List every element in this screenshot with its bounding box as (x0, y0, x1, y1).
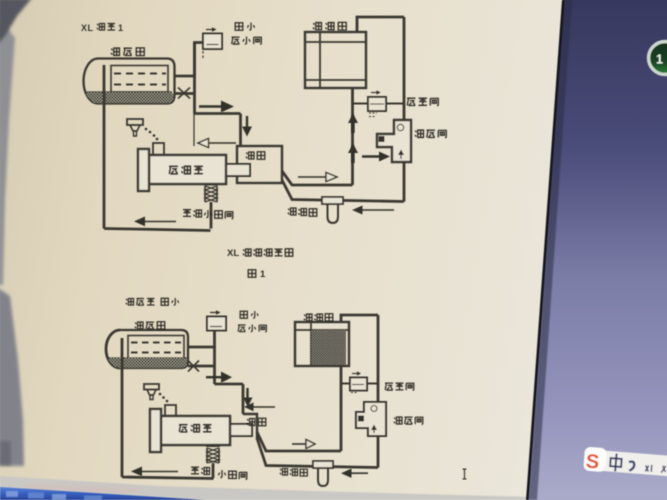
svg-text:XL: XL (81, 23, 94, 33)
svg-text:1: 1 (260, 269, 266, 280)
svg-text:S: S (585, 451, 600, 474)
svg-text:1: 1 (118, 23, 123, 33)
svg-text:1: 1 (656, 53, 663, 67)
svg-text:XL: XL (227, 248, 239, 259)
